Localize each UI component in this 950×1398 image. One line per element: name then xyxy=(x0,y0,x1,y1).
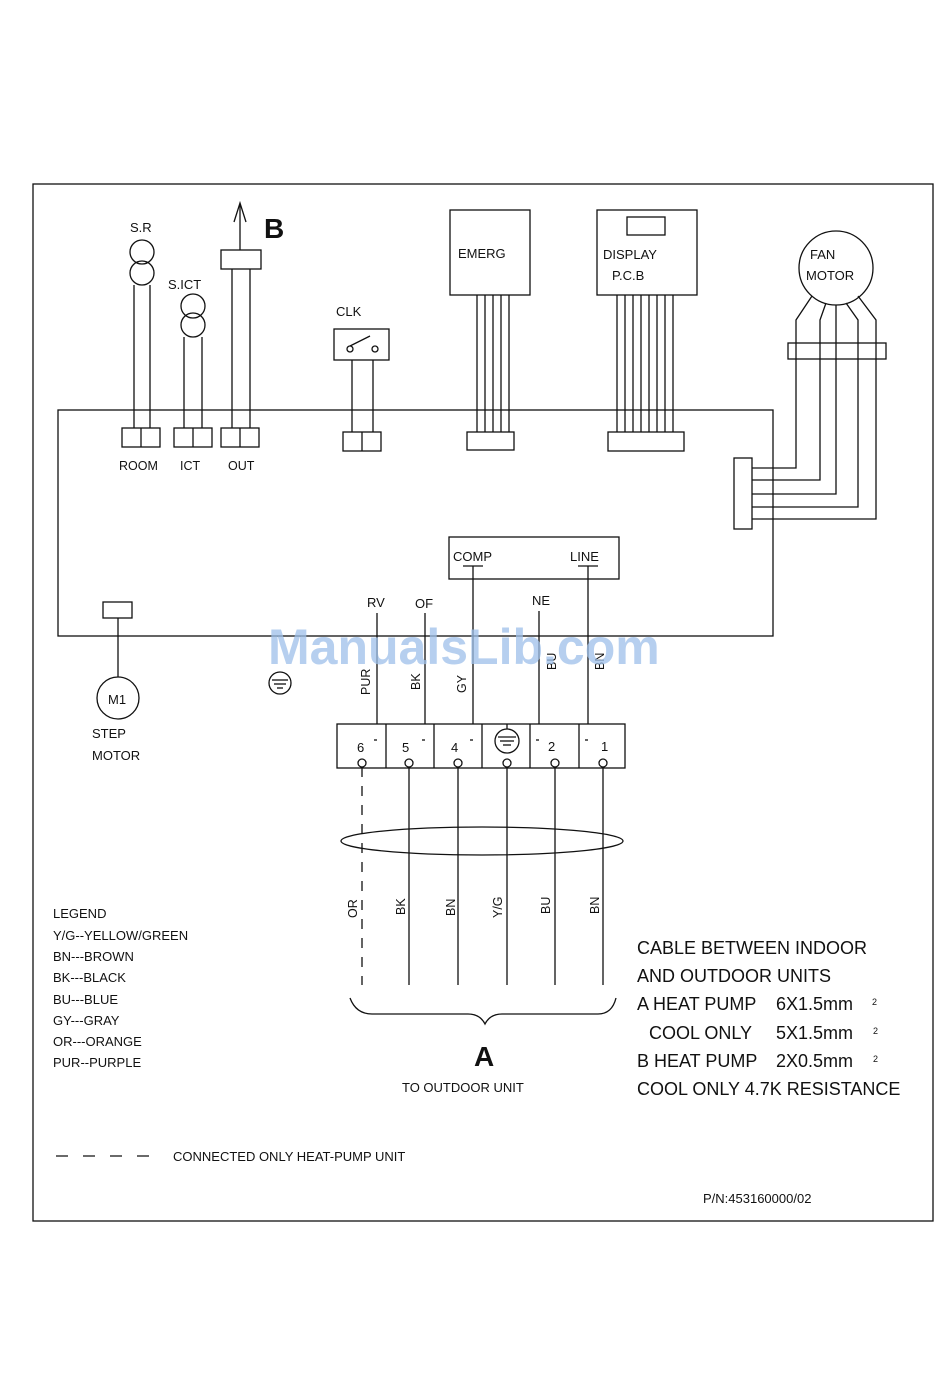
comp-label: COMP xyxy=(453,549,492,564)
terminal-1: 1 xyxy=(601,739,608,754)
a-heat-pump-label: A HEAT PUMP xyxy=(637,994,756,1014)
b-marker: B xyxy=(264,213,284,244)
step-label-line1: STEP xyxy=(92,726,126,741)
emerg-board: EMERG xyxy=(449,209,531,451)
diagram-frame xyxy=(32,183,934,1222)
legend: LEGEND Y/G--YELLOW/GREEN BN---BROWN BK--… xyxy=(53,906,188,1070)
cable-info: CABLE BETWEEN INDOOR AND OUTDOOR UNITS A… xyxy=(637,938,900,1099)
terminal-5: 5 xyxy=(402,740,409,755)
room-connector-label: ROOM xyxy=(119,459,158,473)
terminal-4: 4 xyxy=(451,740,458,755)
terminal-6: 6 xyxy=(357,740,364,755)
fan-motor: FAN MOTOR xyxy=(733,230,887,530)
fan-label-line2: MOTOR xyxy=(806,268,854,283)
terminal-ground-icon xyxy=(494,724,520,754)
emerg-label: EMERG xyxy=(458,246,506,261)
main-board xyxy=(57,409,774,637)
terminal-2: 2 xyxy=(548,739,555,754)
superscript-b-heat: 2 xyxy=(873,1054,878,1064)
a-heat-pump-value: 6X1.5mm xyxy=(776,994,853,1014)
b-heat-pump-value: 2X0.5mm xyxy=(776,1051,853,1071)
of-label: OF xyxy=(415,596,433,611)
part-number: P/N:453160000/02 xyxy=(703,1191,811,1206)
wire-color-bk-upper: BK xyxy=(409,673,423,690)
rv-label: RV xyxy=(367,595,385,610)
legend-item: BU---BLUE xyxy=(53,992,118,1007)
display-label-line1: DISPLAY xyxy=(603,247,657,262)
sict-label: S.ICT xyxy=(168,277,201,292)
watermark: ManualsLib.com xyxy=(268,619,660,675)
a-marker: A xyxy=(474,1041,494,1072)
cable-info-line2: AND OUTDOOR UNITS xyxy=(637,966,831,986)
superscript-a-cool: 2 xyxy=(873,1026,878,1036)
ne-label: NE xyxy=(532,593,550,608)
legend-item: Y/G--YELLOW/GREEN xyxy=(53,928,188,943)
b-heat-pump-label: B HEAT PUMP xyxy=(637,1051,757,1071)
a-cool-only-label: COOL ONLY xyxy=(649,1023,752,1043)
outdoor-brace xyxy=(349,997,617,1026)
legend-title: LEGEND xyxy=(53,906,106,921)
legend-item: GY---GRAY xyxy=(53,1013,120,1028)
display-label-line2: P.C.B xyxy=(612,268,644,283)
terminal-block: 6 5 4 2 1 xyxy=(336,723,626,769)
wire-color-bn2-lower: BN xyxy=(588,897,602,914)
wire-color-bk-lower: BK xyxy=(394,898,408,915)
display-pcb: DISPLAY P.C.B xyxy=(596,209,698,452)
dashed-note: CONNECTED ONLY HEAT-PUMP UNIT xyxy=(173,1149,405,1164)
step-motor: M1 STEP MOTOR xyxy=(92,601,140,763)
wire-color-bu-upper: BU xyxy=(545,653,559,670)
out-connector-group: B OUT xyxy=(220,200,284,473)
wire-color-or: OR xyxy=(346,899,360,918)
out-connector-label: OUT xyxy=(228,459,255,473)
cable-info-line1: CABLE BETWEEN INDOOR xyxy=(637,938,867,958)
wire-color-bn-lower: BN xyxy=(444,899,458,916)
superscript-a-heat: 2 xyxy=(872,997,877,1007)
wire-color-pur: PUR xyxy=(359,669,373,695)
wire-color-gy: GY xyxy=(455,674,469,693)
wire-color-yg: Y/G xyxy=(491,896,505,918)
m1-label: M1 xyxy=(108,692,126,707)
fan-label-line1: FAN xyxy=(810,247,835,262)
cool-only-resistance: COOL ONLY 4.7K RESISTANCE xyxy=(637,1079,900,1099)
sensor-room: S.R ROOM xyxy=(119,220,161,473)
legend-item: BN---BROWN xyxy=(53,949,134,964)
ground-icon xyxy=(268,671,292,695)
cable-bundle xyxy=(340,826,624,856)
line-label: LINE xyxy=(570,549,599,564)
step-label-line2: MOTOR xyxy=(92,748,140,763)
clk-switch: CLK xyxy=(333,304,390,452)
ict-connector-label: ICT xyxy=(180,459,201,473)
legend-item: OR---ORANGE xyxy=(53,1034,142,1049)
wire-color-bu-lower: BU xyxy=(539,897,553,914)
clk-label: CLK xyxy=(336,304,362,319)
a-cool-only-value: 5X1.5mm xyxy=(776,1023,853,1043)
to-outdoor-label: TO OUTDOOR UNIT xyxy=(402,1080,524,1095)
sensor-ict: S.ICT ICT xyxy=(168,277,213,473)
relay-block: COMP LINE xyxy=(448,536,620,740)
sr-label: S.R xyxy=(130,220,152,235)
legend-item: PUR--PURPLE xyxy=(53,1055,141,1070)
legend-item: BK---BLACK xyxy=(53,970,126,985)
wire-color-bn-upper: BN xyxy=(593,653,607,670)
